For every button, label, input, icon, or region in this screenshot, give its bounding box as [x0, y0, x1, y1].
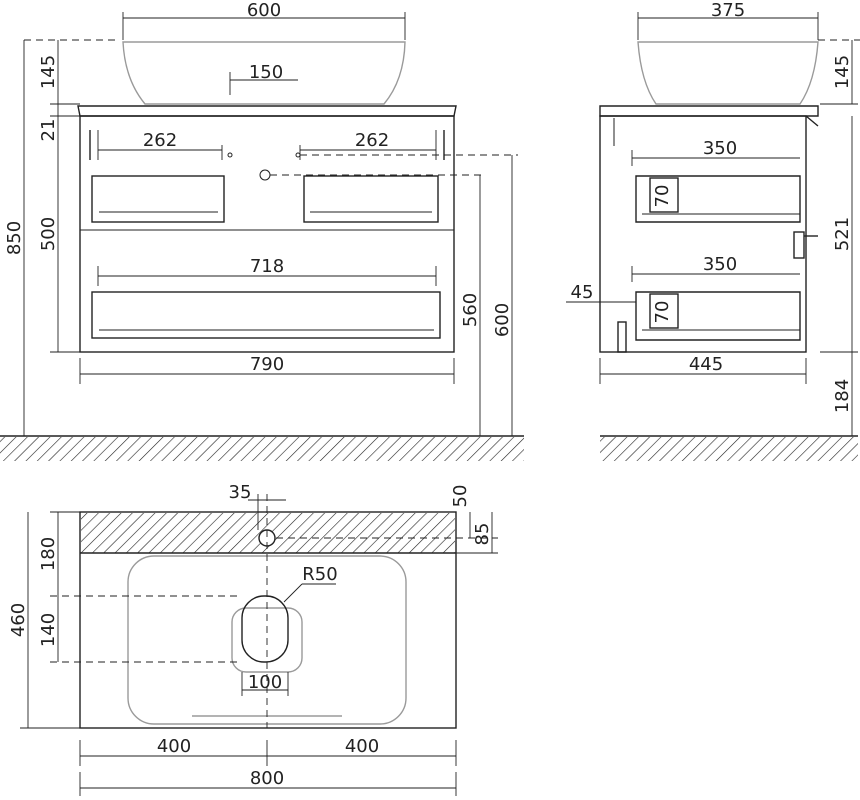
dim-floor-clearance: 184 [832, 379, 853, 413]
dim-half-width-left: 400 [157, 736, 191, 757]
top-view: 35 50 85 180 140 460 R50 100 400 400 [8, 482, 498, 796]
side-countertop [599, 105, 819, 117]
dim-drawer-upper-right-width: 262 [355, 130, 389, 151]
dim-basin-height: 145 [38, 55, 59, 89]
dim-height-to-top: 600 [492, 303, 513, 337]
dim-tap-hole-y1: 50 [450, 485, 471, 508]
dim-basin-width: 600 [247, 0, 281, 21]
front-drain-marker [259, 169, 271, 181]
dim-back-band-depth: 180 [38, 537, 59, 571]
top-outline [79, 511, 457, 729]
dim-overall-width: 800 [250, 768, 284, 789]
dim-drawer-upper-depth: 350 [703, 138, 737, 159]
dim-countertop-thickness: 21 [38, 119, 59, 142]
side-upper-handle [649, 177, 679, 213]
front-upper-left-drawer-handle [91, 175, 225, 223]
dim-tap-hole-offset: 35 [229, 482, 252, 503]
front-upper-right-drawer-handle [303, 175, 439, 223]
side-lower-drawer [635, 291, 801, 341]
dim-drawer-lower-depth: 350 [703, 254, 737, 275]
dim-overall-depth: 460 [8, 603, 29, 637]
dim-cabinet-depth: 445 [689, 354, 723, 375]
side-view: 375 350 350 70 70 45 445 145 521 184 [566, 0, 860, 461]
dim-basin-depth: 375 [711, 0, 745, 21]
dim-drawer-upper-left-width: 262 [143, 130, 177, 151]
dim-total-height: 850 [4, 221, 25, 255]
dim-drawer-lower-handle: 70 [652, 301, 673, 324]
dim-height-to-drain: 560 [460, 293, 481, 327]
dim-bowl-radius: R50 [302, 564, 337, 585]
front-countertop [77, 105, 457, 117]
front-basin [122, 41, 406, 105]
dim-drain-offset: 150 [249, 62, 283, 83]
side-lower-handle [649, 293, 679, 329]
front-floor-hatch [0, 437, 524, 461]
dim-drawer-upper-handle: 70 [652, 185, 673, 208]
dim-side-basin-height: 145 [832, 55, 853, 89]
dim-tap-hole-y2: 85 [472, 523, 493, 546]
side-cabinet-body [599, 115, 807, 353]
front-lower-drawer-handle [91, 291, 441, 339]
side-basin [637, 41, 819, 105]
front-view: 600 150 262 262 718 790 850 145 21 500 [0, 0, 524, 461]
dim-drain-width: 100 [248, 672, 282, 693]
dim-cabinet-body-height: 500 [38, 217, 59, 251]
side-upper-drawer [635, 175, 801, 223]
top-drain [241, 595, 289, 663]
dim-drain-depth: 140 [38, 613, 59, 647]
front-cabinet-body [79, 115, 455, 353]
dim-back-offset: 45 [571, 282, 594, 303]
side-floor-hatch [600, 437, 858, 461]
dim-drawer-lower-width: 718 [250, 256, 284, 277]
dim-cabinet-side-height: 521 [832, 217, 853, 251]
dim-half-width-right: 400 [345, 736, 379, 757]
dim-cabinet-width: 790 [250, 354, 284, 375]
